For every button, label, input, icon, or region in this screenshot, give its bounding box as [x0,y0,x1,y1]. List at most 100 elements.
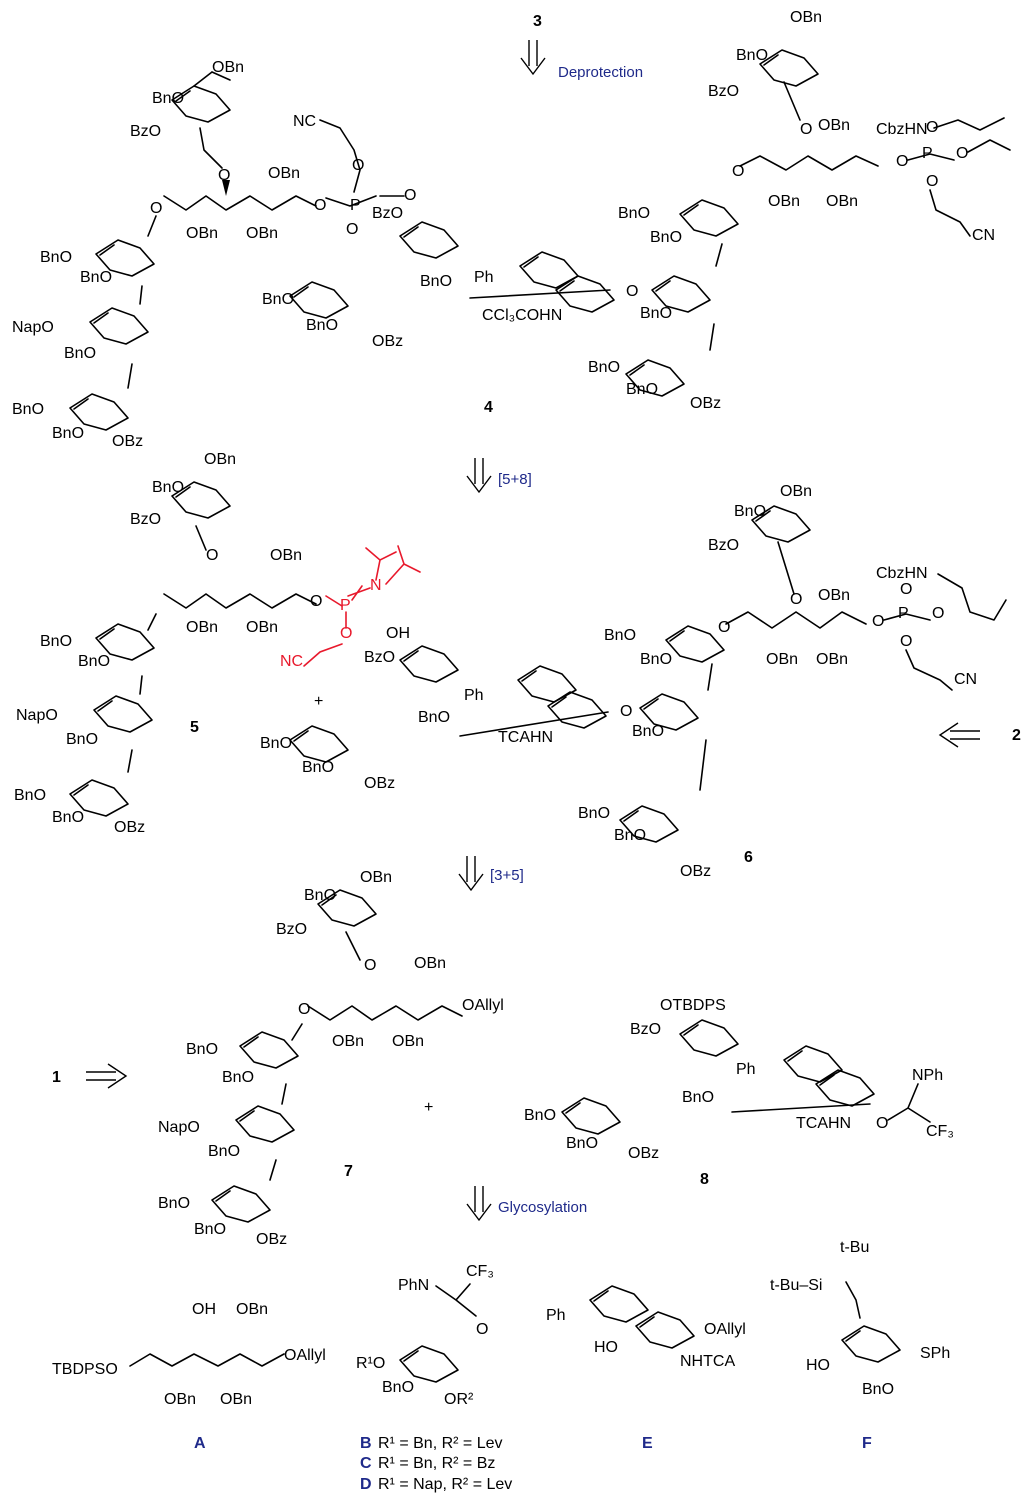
svg-text:OBz: OBz [690,395,721,412]
svg-text:O: O [926,119,938,136]
svg-text:BnO: BnO [52,425,84,442]
label-E: E [642,1435,653,1452]
plus-5-6: + [314,693,323,710]
svg-text:CF₃: CF₃ [466,1263,494,1280]
svg-text:BnO: BnO [734,503,766,520]
svg-text:BnO: BnO [588,359,620,376]
svg-text:Ph: Ph [474,269,494,286]
svg-text:BnO: BnO [604,627,636,644]
svg-text:OBz: OBz [372,333,403,350]
svg-text:BnO: BnO [682,1089,714,1106]
svg-text:BnO: BnO [194,1221,226,1238]
svg-text:O: O [926,173,938,190]
svg-text:BzO: BzO [372,205,403,222]
svg-text:R¹O: R¹O [356,1355,385,1372]
building-block-E: Ph HO OAllyl NHTCA [546,1285,746,1370]
compound-6-structure: OH BzO BnO Ph BnO BnO OBz TCAHN O BnO Bn… [260,483,1007,880]
svg-text:OBn: OBn [236,1301,268,1318]
svg-text:OBn: OBn [220,1391,252,1408]
retro-arrow-2 [939,722,981,748]
svg-text:BnO: BnO [158,1195,190,1212]
svg-text:BnO: BnO [152,479,184,496]
svg-text:Ph: Ph [736,1061,756,1078]
svg-text:OH: OH [192,1301,216,1318]
svg-text:BnO: BnO [12,401,44,418]
svg-text:OBz: OBz [114,819,145,836]
svg-text:BnO: BnO [208,1143,240,1160]
svg-text:BzO: BzO [130,511,161,528]
svg-text:BnO: BnO [222,1069,254,1086]
desc-B: R¹ = Bn, R² = Lev [378,1435,503,1452]
retro-arrow-5-8 [466,457,492,493]
compound-5-structure: OBn BnO BzO O OBn OBn OBn O P N O NC BnO… [14,451,421,836]
svg-text:OBn: OBn [212,59,244,76]
compound-6-label: 6 [744,849,753,866]
svg-text:O: O [218,167,230,184]
svg-text:NC: NC [280,653,303,670]
svg-text:BnO: BnO [306,317,338,334]
svg-text:O: O [956,145,968,162]
building-block-F: t-Bu t-Bu–Si HO BnO SPh [770,1239,950,1398]
svg-text:OBn: OBn [780,483,812,500]
svg-text:O: O [364,957,376,974]
retro-arrow-1 [85,1063,127,1089]
svg-text:CbzHN: CbzHN [876,121,928,138]
svg-text:CN: CN [972,227,995,244]
desc-C: R¹ = Bn, R² = Bz [378,1455,495,1472]
svg-text:TCAHN: TCAHN [796,1115,851,1132]
svg-text:BnO: BnO [52,809,84,826]
svg-text:OBn: OBn [790,9,822,26]
svg-text:BnO: BnO [736,47,768,64]
svg-text:OBn: OBn [766,651,798,668]
svg-text:BnO: BnO [262,291,294,308]
label-B: B [360,1435,372,1452]
svg-text:O: O [900,633,912,650]
svg-text:BnO: BnO [64,345,96,362]
svg-text:P: P [350,197,361,214]
svg-text:BnO: BnO [418,709,450,726]
svg-text:OBn: OBn [818,587,850,604]
svg-text:O: O [314,197,326,214]
svg-text:OBn: OBn [392,1033,424,1050]
label-F: F [862,1435,872,1452]
retro-arrow-glycosylation [466,1185,492,1221]
compound-5-label: 5 [190,719,199,736]
svg-text:OBn: OBn [186,619,218,636]
svg-text:BnO: BnO [618,205,650,222]
svg-text:NHTCA: NHTCA [680,1353,735,1370]
svg-text:NapO: NapO [12,319,54,336]
svg-text:PhN: PhN [398,1277,429,1294]
building-block-A: TBDPSO OH OBn OAllyl OBn OBn [52,1301,326,1408]
svg-text:OBn: OBn [204,451,236,468]
svg-text:BnO: BnO [78,653,110,670]
svg-text:OAllyl: OAllyl [284,1347,326,1364]
svg-text:t-Bu: t-Bu [840,1239,869,1256]
svg-text:O: O [800,121,812,138]
svg-text:O: O [732,163,744,180]
svg-text:BnO: BnO [40,249,72,266]
svg-text:O: O [872,613,884,630]
svg-text:O: O [404,187,416,204]
svg-text:OBn: OBn [360,869,392,886]
svg-text:O: O [876,1115,888,1132]
svg-text:BzO: BzO [708,537,739,554]
plus-7-8: + [424,1099,433,1116]
svg-text:CbzHN: CbzHN [876,565,928,582]
svg-text:OBn: OBn [818,117,850,134]
svg-text:BnO: BnO [614,827,646,844]
svg-text:BnO: BnO [152,90,184,107]
svg-text:BnO: BnO [862,1381,894,1398]
desc-D: R¹ = Nap, R² = Lev [378,1476,512,1493]
compound-8-label: 8 [700,1171,709,1188]
svg-text:OBz: OBz [256,1231,287,1248]
svg-text:NC: NC [293,113,316,130]
svg-text:O: O [932,605,944,622]
svg-text:BzO: BzO [130,123,161,140]
svg-text:BzO: BzO [708,83,739,100]
building-block-B-C-D: PhN CF₃ O R¹O BnO OR² [356,1263,494,1408]
svg-text:O: O [340,625,352,642]
svg-text:BnO: BnO [578,805,610,822]
svg-text:OBn: OBn [816,651,848,668]
compound-4-structure: OBn BnO BzO O OBn OBn OBn O O P O O NC O… [12,9,1011,450]
